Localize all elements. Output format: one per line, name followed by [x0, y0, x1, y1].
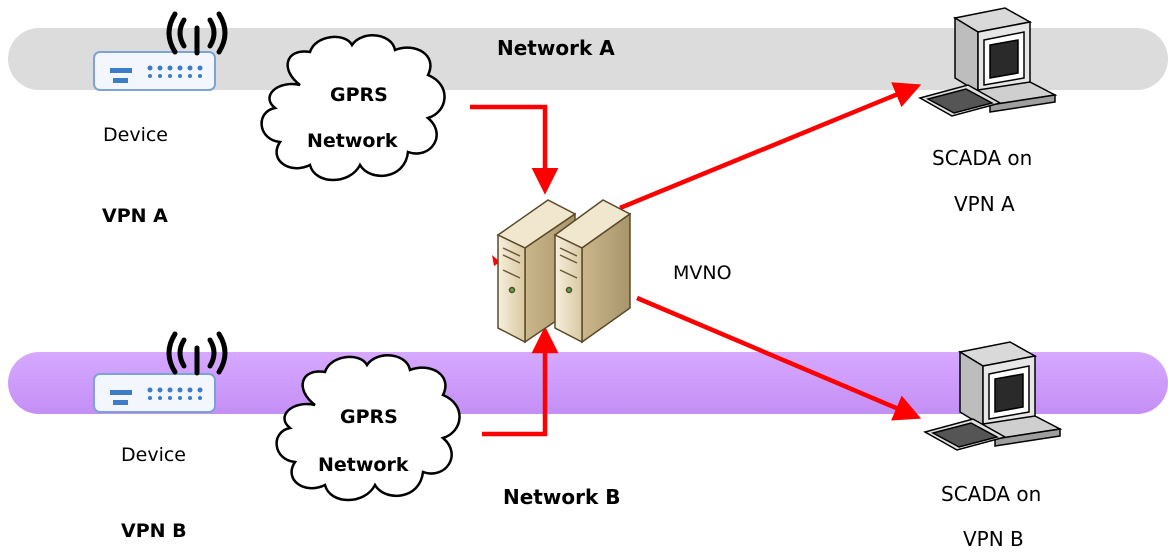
- cloud-a-label-line1: GPRS: [330, 84, 388, 106]
- device-b-label: Device: [121, 444, 186, 466]
- scada-a-label-line1: SCADA on: [932, 146, 1033, 170]
- cloud-icon: [275, 354, 461, 502]
- computer-icon: [923, 341, 1063, 451]
- cloud-icon: [260, 34, 446, 182]
- route-arrow-b: [636, 295, 922, 421]
- cloud-a-label-line2: Network: [307, 130, 398, 152]
- network-a-label: Network A: [497, 36, 615, 60]
- cloud-b-label-line2: Network: [318, 454, 409, 476]
- uplink-arrow-b: [482, 326, 559, 437]
- uplink-arrow-a: [470, 104, 559, 195]
- vpn-a-label: VPN A: [102, 205, 168, 227]
- router-icon: [93, 51, 216, 91]
- mvno-label: MVNO: [673, 262, 732, 284]
- scada-b-label-line1: SCADA on: [941, 482, 1042, 506]
- scada-b-label-line2: VPN B: [963, 527, 1024, 551]
- route-arrow-a: [619, 82, 922, 211]
- router-icon: [93, 373, 216, 413]
- cloud-b-label-line1: GPRS: [340, 406, 398, 428]
- device-a-label: Device: [103, 124, 168, 146]
- antenna-icon: [166, 331, 228, 376]
- scada-a-label-line2: VPN A: [954, 192, 1015, 216]
- network-b-label: Network B: [503, 485, 621, 509]
- antenna-icon: [166, 11, 228, 56]
- vpn-b-label: VPN B: [121, 520, 187, 542]
- computer-icon: [918, 7, 1058, 117]
- server-icon: [496, 199, 632, 344]
